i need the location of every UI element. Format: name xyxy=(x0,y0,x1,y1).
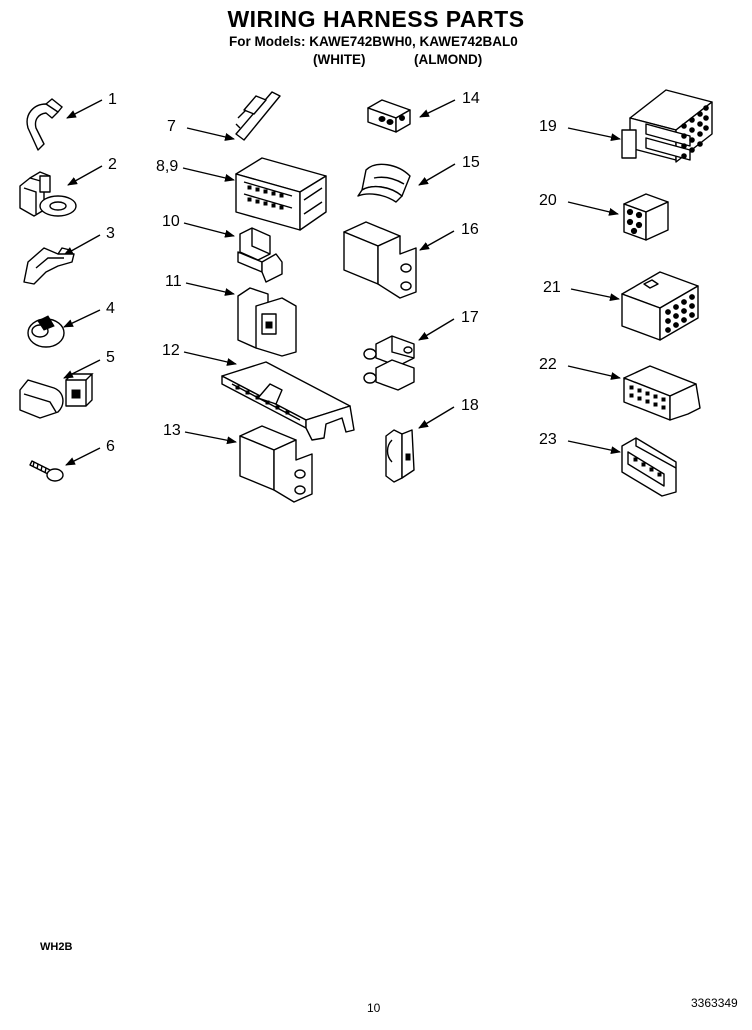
part-13-housing-drawing xyxy=(239,425,313,503)
callout-21: 21 xyxy=(543,279,561,296)
part-23-plug-drawing xyxy=(621,437,677,497)
callout-18: 18 xyxy=(461,397,479,414)
part-2-holder-drawing xyxy=(19,171,77,217)
callout-22: 22 xyxy=(539,356,557,373)
leader-lines xyxy=(63,99,621,466)
part-11-plug-drawing xyxy=(237,287,297,357)
part-18-clip-drawing xyxy=(385,429,415,483)
part-8-9-connector-drawing xyxy=(235,157,327,231)
callout-12: 12 xyxy=(162,342,180,359)
part-21-box-drawing xyxy=(621,271,699,341)
part-10-terminal-drawing xyxy=(237,227,283,283)
callout-14: 14 xyxy=(462,90,480,107)
part-22-connector-drawing xyxy=(623,365,701,421)
part-20-cube-drawing xyxy=(623,193,669,241)
callout-7: 7 xyxy=(167,118,176,135)
callout-2: 2 xyxy=(108,156,117,173)
part-3-clip-drawing xyxy=(23,247,75,285)
callout-13: 13 xyxy=(163,422,181,439)
callout-6: 6 xyxy=(106,438,115,455)
color-white-label: (WHITE) xyxy=(313,52,366,67)
part-6-screw-drawing xyxy=(29,460,64,482)
document-number: 3363349 xyxy=(691,996,738,1010)
part-4-grommet-drawing xyxy=(27,315,65,348)
callout-19: 19 xyxy=(539,118,557,135)
part-5-clamp-drawing xyxy=(19,373,94,419)
callout-1: 1 xyxy=(108,91,117,108)
callout-20: 20 xyxy=(539,192,557,209)
part-19-block-drawing xyxy=(621,89,713,163)
part-16-connector-drawing xyxy=(343,221,417,299)
part-7-strip-drawing xyxy=(235,91,281,141)
part-1-clip-drawing xyxy=(26,98,63,151)
page-number: 10 xyxy=(367,1001,381,1015)
models-line: For Models: KAWE742BWH0, KAWE742BAL0 xyxy=(229,34,518,49)
part-14-plug-drawing xyxy=(367,99,411,133)
callout-11: 11 xyxy=(165,273,182,290)
callout-15: 15 xyxy=(462,154,480,171)
part-12-bracket-drawing xyxy=(221,361,355,441)
part-17-junction-drawing xyxy=(363,335,415,391)
page-title: WIRING HARNESS PARTS xyxy=(227,6,525,32)
callout-8-9: 8,9 xyxy=(156,158,179,175)
part-15-sleeve-drawing xyxy=(357,163,411,203)
callout-10: 10 xyxy=(162,213,180,230)
callout-3: 3 xyxy=(106,225,115,242)
diagram-code: WH2B xyxy=(40,941,73,953)
callout-16: 16 xyxy=(461,221,479,238)
callout-5: 5 xyxy=(106,349,115,366)
callout-23: 23 xyxy=(539,431,557,448)
color-almond-label: (ALMOND) xyxy=(414,52,483,67)
callout-4: 4 xyxy=(106,300,115,317)
callout-17: 17 xyxy=(461,309,479,326)
